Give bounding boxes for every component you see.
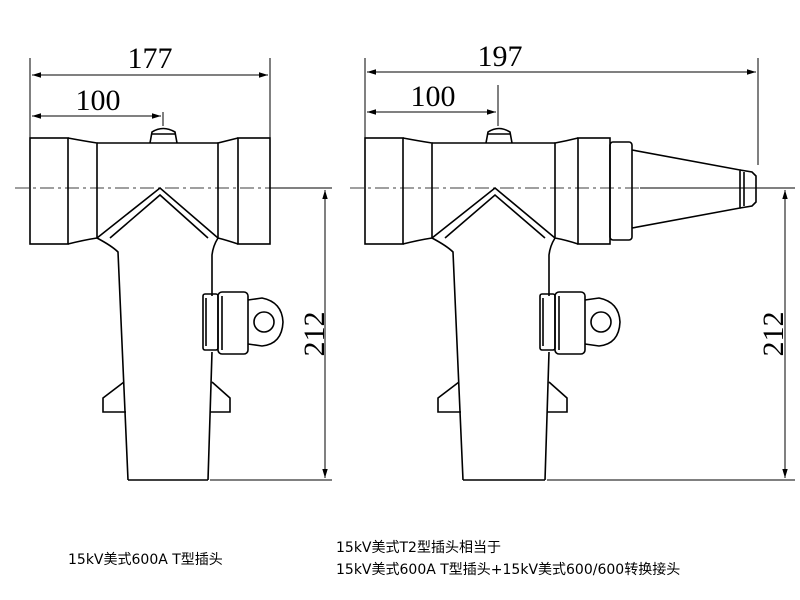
left-height-dimension xyxy=(210,187,332,481)
right-t2-plug xyxy=(350,58,790,481)
right-height-dimension xyxy=(547,187,795,481)
right-caption-line2: 15kV美式600A T型插头+15kV美式600/600转换接头 xyxy=(336,562,681,578)
left-height-label: 212 xyxy=(298,312,331,357)
left-caption: 15kV美式600A T型插头 xyxy=(68,552,223,568)
right-height-label: 212 xyxy=(757,312,790,357)
left-overall-width-label: 177 xyxy=(128,42,173,75)
right-caption-line1: 15kV美式T2型插头相当于 xyxy=(336,540,501,556)
left-inner-width-label: 100 xyxy=(76,84,121,117)
right-inner-width-label: 100 xyxy=(411,80,456,113)
right-overall-width-label: 197 xyxy=(478,40,523,73)
left-t-plug xyxy=(15,58,290,481)
